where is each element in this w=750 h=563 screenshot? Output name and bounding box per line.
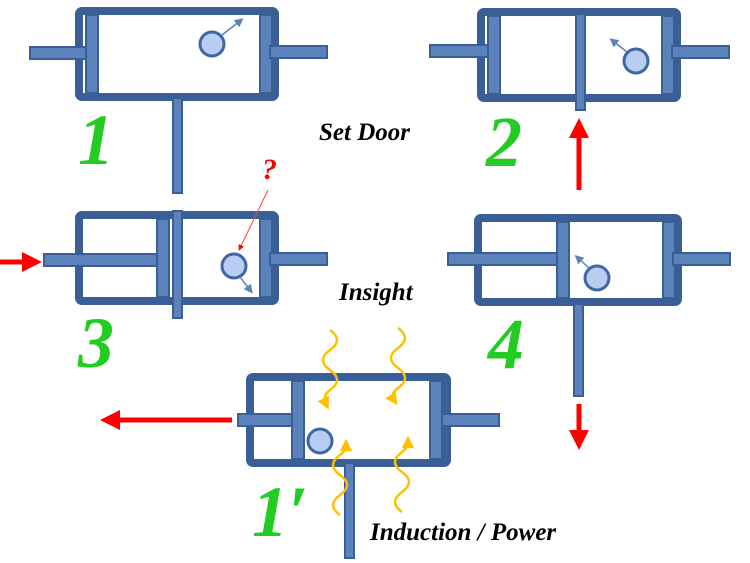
cylinder-4-left-piston — [556, 221, 570, 299]
cylinder-1p-door-below — [344, 462, 355, 559]
heat-wave-icon — [317, 328, 339, 410]
cylinder-step-4 — [447, 214, 731, 450]
step-label-1: 1 — [78, 100, 114, 180]
cylinder-1-chamber — [75, 7, 279, 101]
cylinder-2-door-inserted — [575, 13, 586, 111]
cylinder-step-1-prime — [100, 326, 500, 559]
cylinder-1p-right-piston — [429, 380, 443, 460]
cylinder-step-3 — [0, 189, 328, 319]
cylinder-1p-left-piston — [291, 380, 305, 460]
cylinder-3-velocity-arrow — [239, 276, 253, 294]
cylinder-3-right-rod — [269, 252, 328, 266]
cylinder-1p-left-rod — [237, 413, 299, 427]
cylinder-step-1 — [29, 7, 328, 194]
cylinder-1-left-piston — [85, 14, 99, 94]
cylinder-3-door — [172, 210, 183, 319]
cylinder-1-right-rod — [269, 45, 328, 59]
cylinder-1-left-rod — [29, 46, 89, 60]
cylinder-4-right-rod — [672, 252, 731, 266]
heat-wave-icon — [385, 326, 407, 406]
cylinder-2-particle — [622, 47, 650, 75]
cylinder-3-left-rod — [43, 253, 169, 267]
heat-wave-icon — [331, 438, 353, 517]
cylinder-2-left-piston — [487, 15, 501, 95]
cylinder-4-particle — [583, 264, 611, 292]
step-label-4: 4 — [488, 304, 524, 384]
step-label-2: 2 — [486, 102, 522, 182]
cylinder-3-left-piston — [156, 218, 170, 298]
step-label-1-prime: 1′ — [252, 472, 309, 552]
cylinder-4-door-removed — [573, 303, 584, 397]
cylinder-step-2 — [429, 8, 730, 190]
question-mark: ? — [262, 153, 277, 186]
cylinder-1-velocity-arrow — [221, 18, 244, 36]
caption-induction-power: Induction / Power — [370, 519, 557, 546]
cylinder-4-velocity-arrow — [574, 254, 590, 269]
cylinder-1p-particle — [306, 427, 334, 455]
cylinder-2-left-rod — [429, 44, 489, 58]
cylinder-1-door-below — [172, 97, 183, 194]
cylinder-4-left-rod — [447, 252, 567, 266]
cylinder-1-particle — [198, 30, 226, 58]
caption-insight: Insight — [339, 279, 413, 306]
cylinder-1p-right-rod — [441, 413, 500, 427]
cylinder-3-particle — [220, 252, 248, 280]
cylinder-2-right-rod — [671, 45, 730, 59]
cylinder-2-velocity-arrow — [609, 38, 628, 53]
question-pointer — [238, 189, 269, 251]
step-label-3: 3 — [78, 303, 114, 383]
caption-set-door: Set Door — [319, 119, 410, 146]
heat-wave-icon — [393, 435, 415, 514]
